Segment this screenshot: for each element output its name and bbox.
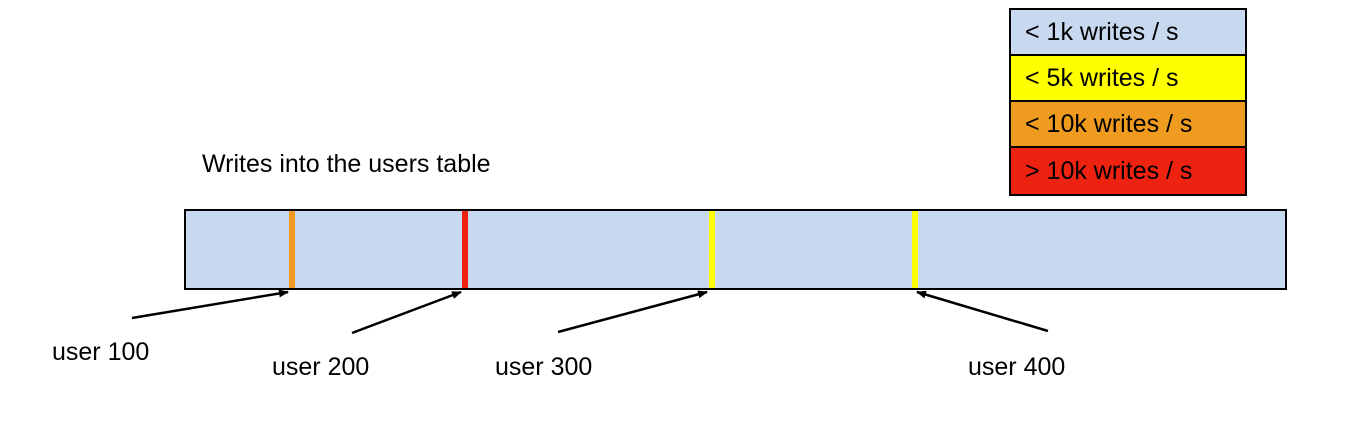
legend-row-under-10k: < 10k writes / s — [1011, 102, 1245, 148]
legend-row-over-10k: > 10k writes / s — [1011, 148, 1245, 194]
legend-row-under-1k: < 1k writes / s — [1011, 10, 1245, 56]
hot-row-stripe-user-100 — [289, 211, 295, 288]
legend-label-under-1k: < 1k writes / s — [1025, 17, 1179, 46]
arrow-user-200 — [351, 290, 462, 335]
hot-row-stripe-user-300 — [709, 211, 715, 288]
users-table-bar — [184, 209, 1287, 290]
hot-row-stripe-user-400 — [912, 211, 918, 288]
arrow-user-100 — [131, 289, 289, 320]
legend-label-under-10k: < 10k writes / s — [1025, 109, 1193, 138]
hot-row-stripe-user-200 — [462, 211, 468, 288]
legend-label-over-10k: > 10k writes / s — [1025, 156, 1193, 185]
arrow-user-400 — [916, 290, 1049, 333]
arrow-user-300 — [557, 290, 708, 334]
callout-label-user-100: user 100 — [52, 338, 150, 366]
callout-label-user-300: user 300 — [495, 353, 593, 381]
legend-row-under-5k: < 5k writes / s — [1011, 56, 1245, 102]
legend-label-under-5k: < 5k writes / s — [1025, 63, 1179, 92]
legend: < 1k writes / s < 5k writes / s < 10k wr… — [1009, 8, 1247, 196]
chart-title: Writes into the users table — [202, 150, 491, 178]
callout-label-user-400: user 400 — [968, 353, 1066, 381]
callout-label-user-200: user 200 — [272, 353, 370, 381]
